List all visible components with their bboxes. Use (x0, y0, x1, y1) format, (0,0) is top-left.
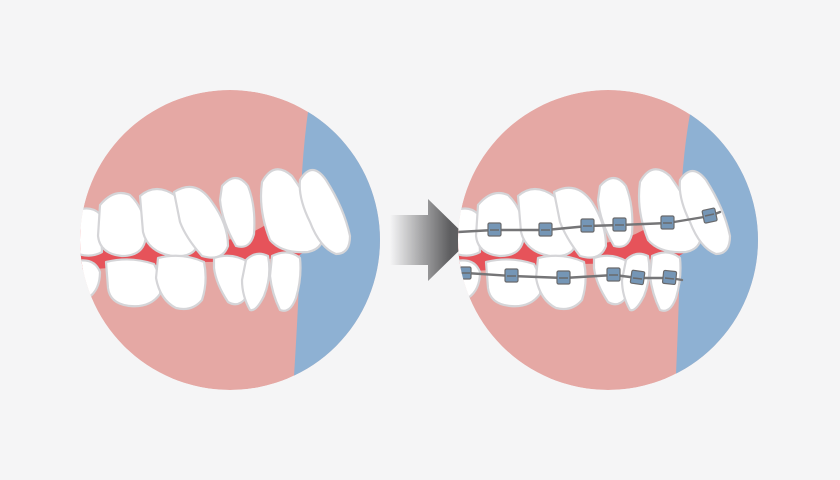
bracket-icon (629, 269, 646, 286)
bracket-icon (538, 222, 553, 237)
bracket-icon (661, 269, 678, 286)
teeth-without-braces-icon (80, 90, 380, 390)
arrow-right-icon (390, 199, 470, 281)
lower-teeth (80, 251, 302, 312)
cheek-shape (294, 90, 380, 390)
upper-brackets (487, 207, 718, 237)
bracket-icon (612, 217, 627, 232)
bracket-icon (504, 268, 519, 283)
lower-brackets (459, 266, 678, 286)
bracket-icon (606, 267, 621, 282)
bracket-icon (660, 215, 675, 230)
teeth-with-braces-icon (458, 90, 758, 390)
bracket-icon (487, 222, 502, 237)
bracket-icon (459, 266, 472, 280)
upper-teeth (80, 168, 352, 259)
cheek-shape (676, 90, 758, 390)
bracket-icon (580, 218, 595, 233)
bracket-icon (701, 207, 718, 224)
bracket-icon (556, 270, 571, 285)
